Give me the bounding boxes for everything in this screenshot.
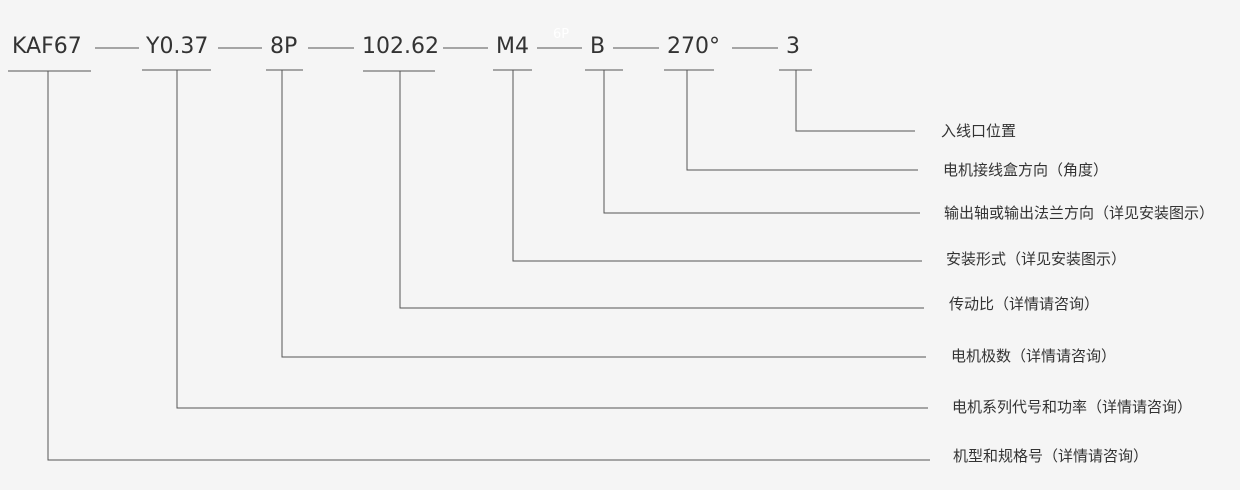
leader-line-3 (795, 70, 915, 132)
code-segment-ratio: 102.62 (362, 34, 439, 59)
desc-output-direction: 输出轴或输出法兰方向（详见安装图示） (944, 204, 1215, 222)
leader-line-8p (281, 70, 926, 358)
desc-mounting: 安装形式（详见安装图示） (946, 250, 1127, 268)
code-segment-output-direction: B (590, 34, 606, 59)
leader-line-m4 (512, 70, 922, 262)
leader-line-b (603, 70, 920, 214)
code-segment-mounting: M4 (496, 34, 529, 59)
code-segment-poles: 8P (270, 34, 298, 59)
code-segment-cable-entry: 3 (786, 34, 800, 59)
leader-line-kaf67 (47, 71, 930, 461)
desc-ratio: 传动比（详情请咨询） (949, 295, 1100, 313)
code-segment-series-size: KAF67 (12, 34, 82, 59)
desc-poles: 电机极数（详情请咨询） (951, 347, 1117, 365)
leader-line-y037 (176, 70, 928, 409)
faint-superscript-label: 6P (553, 27, 570, 42)
desc-series-size: 机型和规格号（详情请咨询） (953, 447, 1149, 465)
code-segment-motor-power: Y0.37 (146, 34, 209, 59)
leader-line-270 (686, 70, 918, 171)
desc-motor-power: 电机系列代号和功率（详情请咨询） (952, 398, 1193, 416)
code-segment-terminal-box-angle: 270° (667, 34, 720, 59)
desc-cable-entry: 入线口位置 (941, 122, 1017, 140)
leader-line-102-62 (399, 71, 924, 309)
desc-terminal-box-angle: 电机接线盒方向（角度） (943, 161, 1109, 179)
